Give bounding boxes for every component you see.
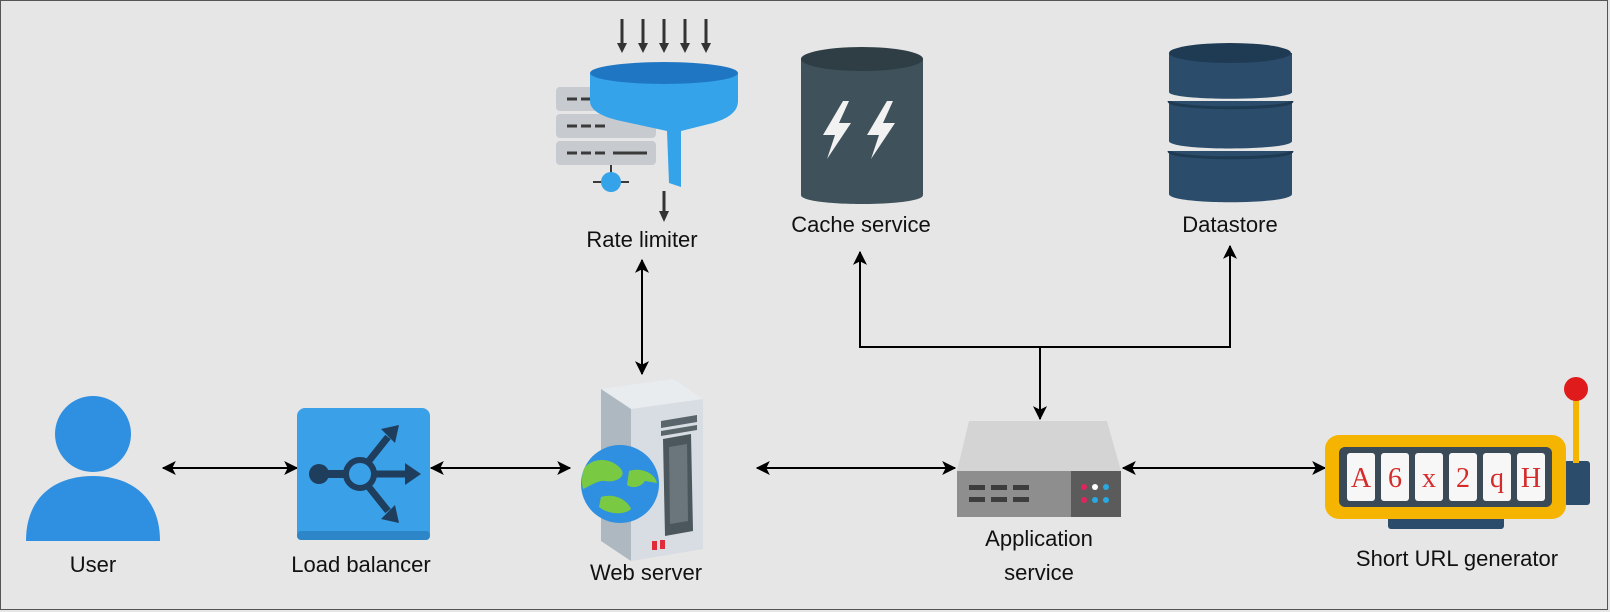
application-server-icon xyxy=(957,421,1121,517)
edge-application-datastore xyxy=(1040,244,1237,348)
slot-reel-char: H xyxy=(1521,463,1541,494)
database-icon xyxy=(1167,43,1294,203)
slot-reel xyxy=(1381,453,1409,501)
slot-reel-char: 2 xyxy=(1456,463,1470,494)
connectors xyxy=(161,244,1327,475)
slot-reel-char: A xyxy=(1351,463,1372,494)
cache-icon xyxy=(801,47,923,204)
web-server-label: Web server xyxy=(589,560,703,585)
user-label: User xyxy=(69,552,117,577)
slot-reel xyxy=(1347,453,1375,501)
load-balancer-label: Load balancer xyxy=(291,552,431,577)
slot-reel xyxy=(1449,453,1477,501)
application-service-label-line2: service xyxy=(1004,560,1074,585)
rate-limiter-label: Rate limiter xyxy=(586,227,698,252)
slot-reel-char: x xyxy=(1422,463,1436,494)
slot-reel-char: 6 xyxy=(1388,463,1402,494)
application-service-label-line1: Application xyxy=(985,526,1093,551)
short-url-generator-label: Short URL generator xyxy=(1355,546,1559,571)
slot-reel-char: q xyxy=(1490,463,1504,494)
edge-application-cache xyxy=(853,250,1040,348)
cache-service-label: Cache service xyxy=(791,212,931,237)
slot-reel xyxy=(1517,453,1545,501)
slot-reel xyxy=(1483,453,1511,501)
rate-limiter-icon xyxy=(556,19,738,222)
user-icon xyxy=(26,396,160,541)
slot-reel xyxy=(1415,453,1443,501)
datastore-label: Datastore xyxy=(1182,212,1278,237)
load-balancer-icon xyxy=(297,408,430,540)
web-server-icon xyxy=(581,379,703,561)
